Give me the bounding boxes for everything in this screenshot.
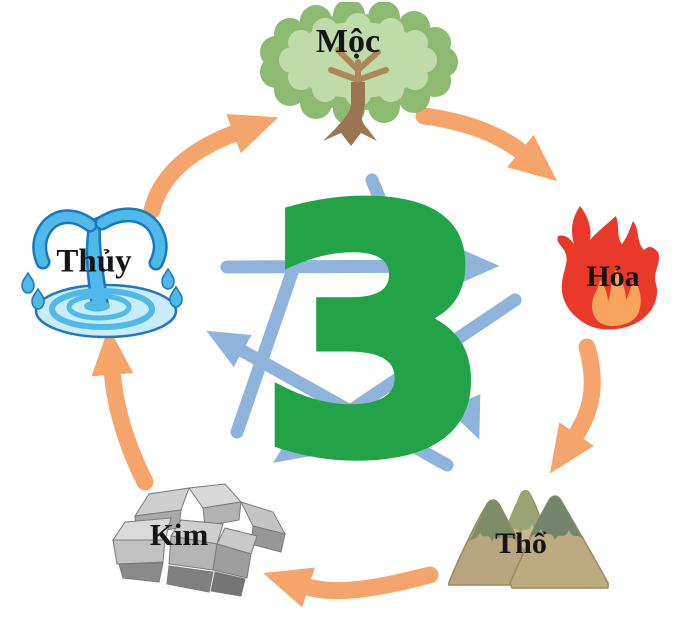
arrow-earth-to-water: [206, 330, 454, 472]
label-wood: Mộc: [315, 23, 381, 60]
label-fire: Hỏa: [586, 260, 640, 293]
arrow-fire-to-earth: [549, 338, 601, 474]
water-fountain-icon: [21, 207, 183, 339]
arrow-wood-to-earth: [365, 173, 481, 440]
arrow-earth-to-metal: [263, 566, 439, 608]
center-number: 3: [252, 141, 497, 528]
arrow-wood-to-fire: [415, 107, 558, 182]
arrow-water-to-wood: [143, 113, 279, 219]
label-metal: Kim: [149, 517, 209, 552]
fire-icon: [557, 206, 659, 330]
label-water: Thủy: [56, 243, 132, 280]
tree-icon: [260, 2, 458, 146]
arrow-fire-to-metal: [272, 293, 522, 463]
arrow-metal-to-water: [91, 327, 154, 491]
arrow-water-to-fire: [220, 247, 500, 285]
mountain-icon: [448, 490, 609, 589]
overcoming-cycle-arrows: [206, 173, 522, 472]
label-earth: Thổ: [495, 527, 547, 560]
generating-cycle-arrows: [91, 107, 601, 608]
metal-ingots-icon: [112, 483, 286, 597]
